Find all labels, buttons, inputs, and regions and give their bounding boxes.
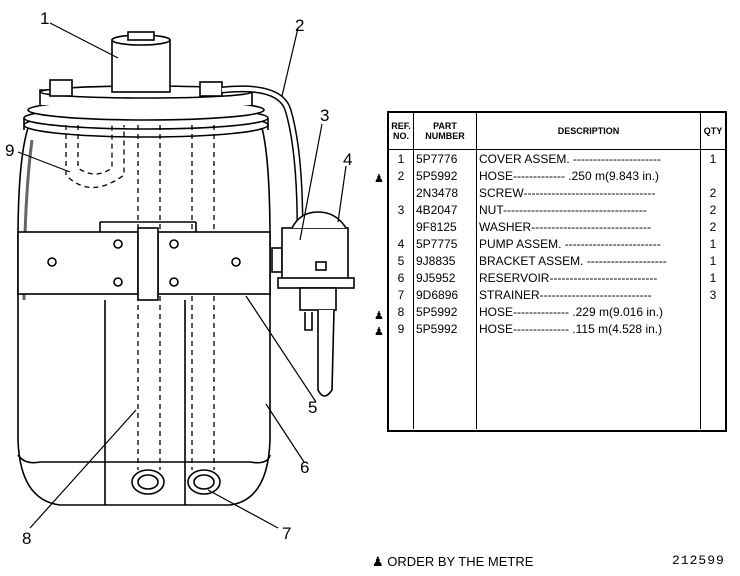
pump-assembly: [271, 211, 355, 397]
metre-marker-row-8: ♟: [374, 310, 384, 322]
callout-1: 1: [40, 9, 50, 28]
metre-marker-row-2: ♟: [374, 173, 384, 185]
metre-marker-row-9: ♟: [374, 326, 384, 338]
reservoir-assembly-drawing: [17, 22, 355, 529]
reservoir-base-band: [17, 454, 271, 464]
header-description: DESCRIPTION: [476, 113, 701, 150]
cover-pump-motor: [111, 39, 171, 93]
callout-4: 4: [343, 150, 353, 169]
header-ref-no: REF. NO.: [389, 113, 414, 150]
reservoir-body: [17, 127, 271, 506]
order-by-metre-note: ♟ ORDER BY THE METRE: [372, 554, 534, 569]
callout-2: 2: [295, 16, 305, 35]
bracket-strap: [17, 231, 139, 295]
callout-6: 6: [300, 458, 310, 477]
callout-7: 7: [282, 524, 292, 543]
callout-8: 8: [22, 529, 32, 548]
strainers: [131, 469, 221, 495]
illustration-number: 212599: [672, 553, 725, 568]
header-part-number: PART NUMBER: [413, 113, 477, 150]
header-qty: QTY: [700, 113, 725, 150]
callout-9: 9: [5, 141, 15, 160]
callout-3: 3: [320, 106, 330, 125]
callout-5: 5: [308, 398, 318, 417]
